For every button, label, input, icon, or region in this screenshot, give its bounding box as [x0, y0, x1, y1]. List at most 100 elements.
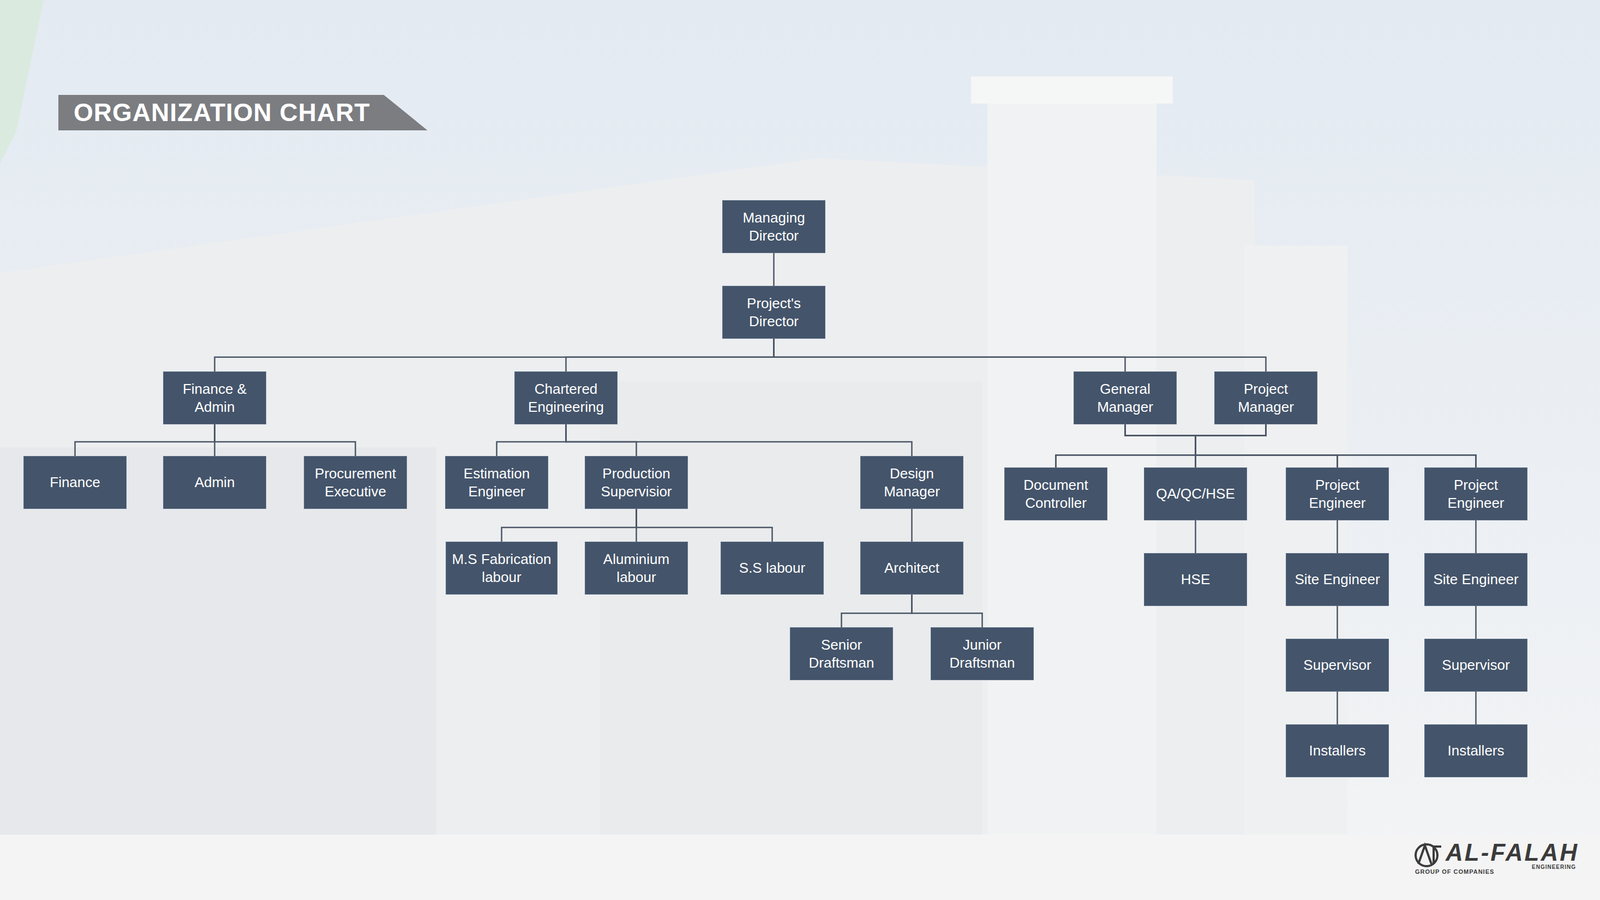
org-connector — [501, 508, 637, 542]
org-box: Managing Director — [722, 200, 826, 254]
box-label: Project Engineer — [1290, 476, 1384, 512]
org-connector — [1475, 520, 1477, 554]
org-connector — [1336, 520, 1339, 554]
green-strip — [0, 0, 44, 164]
org-connector — [566, 424, 913, 457]
org-connector — [1195, 424, 1266, 468]
box-label: Site Engineer — [1294, 570, 1380, 589]
box-label: Junior Draftsman — [935, 636, 1029, 672]
box-label: Project Engineer — [1429, 476, 1523, 512]
org-connector — [1056, 424, 1267, 468]
org-box: Supervisor — [1424, 638, 1528, 692]
logo-mark — [1433, 846, 1442, 865]
org-connector — [774, 338, 1267, 372]
box-label: Design Manager — [865, 464, 959, 501]
org-box: Design Manager — [860, 456, 964, 509]
org-box: Estimation Engineer — [445, 456, 549, 509]
box-label: Production Supervisior — [589, 464, 683, 501]
box-label: M.S Fabrication labour — [450, 550, 553, 586]
org-box: Admin — [163, 456, 267, 509]
box-label: Chartered Engineering — [519, 380, 613, 416]
box-label: Managing Director — [727, 208, 821, 245]
box-label: Installers — [1308, 741, 1366, 760]
box-label: Finance & Admin — [168, 380, 262, 416]
box-label: Estimation Engineer — [450, 464, 544, 501]
org-box: Project Engineer — [1285, 467, 1389, 521]
tower-cap — [971, 76, 1173, 104]
building-tower — [987, 81, 1157, 846]
org-connector — [1475, 691, 1477, 725]
box-label: Project Manager — [1219, 380, 1313, 416]
box-label: Architect — [884, 559, 940, 578]
org-box: Architect — [860, 541, 964, 595]
box-label: Senior Draftsman — [794, 636, 889, 672]
org-connector — [1125, 424, 1477, 468]
org-box: Project's Director — [722, 285, 826, 339]
box-label: Finance — [49, 473, 101, 492]
org-box: Senior Draftsman — [789, 627, 894, 681]
box-label: S.S labour — [739, 559, 806, 578]
ground — [0, 834, 1600, 900]
building-gate — [0, 447, 437, 900]
box-label: Admin — [194, 473, 236, 492]
org-connector — [774, 338, 1126, 372]
org-box: M.S Fabrication labour — [445, 541, 558, 595]
org-box: Finance — [23, 456, 127, 509]
org-connector — [1336, 606, 1339, 639]
box-label: Aluminium labour — [589, 550, 683, 586]
org-connector — [1194, 520, 1197, 554]
org-box: Aluminium labour — [584, 541, 688, 595]
org-connector — [912, 594, 983, 628]
org-box: QA/QC/HSE — [1143, 467, 1248, 521]
org-box: Supervisor — [1285, 638, 1389, 692]
org-connector — [772, 253, 775, 286]
org-box: Installers — [1424, 724, 1528, 778]
box-label: Supervisor — [1441, 656, 1510, 675]
logo-text: GROUP OF COMPANIES — [1415, 868, 1495, 876]
box-label: HSE — [1181, 570, 1210, 589]
box-label: QA/QC/HSE — [1155, 484, 1235, 503]
box-label: Document Controller — [1009, 476, 1103, 512]
org-connector — [214, 338, 775, 372]
logo-text: ENGINEERING — [1531, 864, 1576, 871]
org-box: Junior Draftsman — [930, 627, 1034, 681]
org-connector — [214, 424, 356, 457]
org-box: Site Engineer — [1285, 553, 1389, 607]
logo-icon — [1415, 844, 1442, 867]
org-connector — [566, 424, 637, 457]
org-box: Site Engineer — [1424, 553, 1528, 607]
org-box: Production Supervisior — [584, 456, 688, 509]
org-box: Project Manager — [1214, 371, 1318, 425]
org-box: Installers — [1285, 724, 1389, 778]
box-label: Procurement Executive — [308, 464, 403, 501]
org-connector — [496, 424, 567, 457]
org-box: Finance & Admin — [163, 371, 267, 425]
box-label: Site Engineer — [1433, 570, 1519, 589]
box-label: Installers — [1447, 741, 1504, 760]
org-connector — [1125, 424, 1338, 468]
logo-text: AL-FALAH — [1445, 839, 1579, 867]
box-label: General Manager — [1078, 380, 1172, 416]
org-connector — [841, 594, 913, 628]
chart-title: ORGANIZATION CHART — [73, 94, 371, 131]
org-connector — [636, 508, 773, 542]
org-connector — [1195, 424, 1476, 468]
title-banner — [58, 94, 428, 131]
org-connector — [1336, 691, 1339, 725]
org-connector — [566, 338, 775, 372]
org-connector — [1125, 424, 1196, 468]
org-box: Project Engineer — [1424, 467, 1528, 521]
org-connector — [1475, 606, 1477, 639]
org-connector — [75, 424, 215, 457]
logo-mark — [1418, 845, 1432, 865]
box-label: Project's Director — [727, 294, 821, 331]
org-box: Document Controller — [1004, 467, 1108, 521]
org-box: Chartered Engineering — [514, 371, 618, 425]
org-box: HSE — [1143, 553, 1248, 607]
org-box: Procurement Executive — [303, 456, 407, 509]
org-box: General Manager — [1073, 371, 1177, 425]
box-label: Supervisor — [1303, 656, 1371, 675]
org-box: S.S labour — [720, 541, 824, 595]
org-connector — [911, 508, 913, 542]
